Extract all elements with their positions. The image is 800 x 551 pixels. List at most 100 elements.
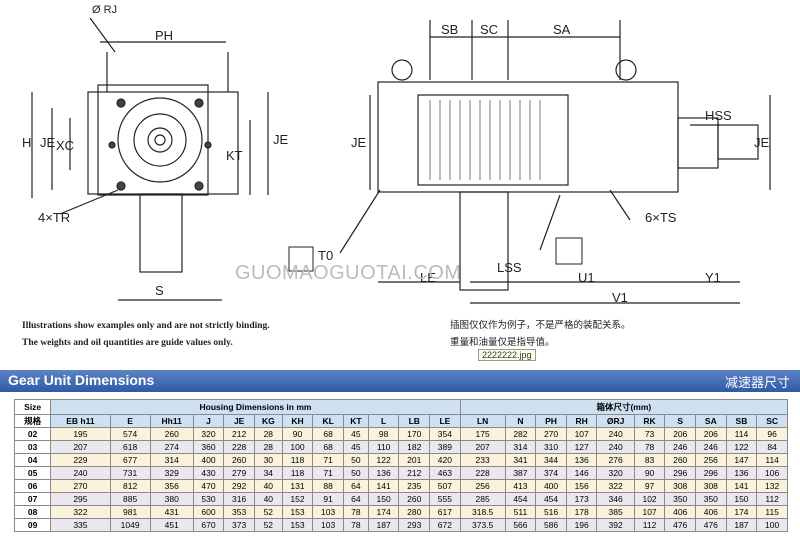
table-cell: 40 — [253, 492, 283, 506]
table-cell: 187 — [367, 518, 400, 532]
table-cell: 431 — [149, 505, 194, 519]
banner-title-cn: 减速器尺寸 — [724, 375, 790, 390]
size-cell: 08 — [13, 505, 52, 519]
table-cell: 112 — [756, 492, 788, 506]
watermark: GUOMAOGUOTAI.COM — [235, 262, 462, 284]
table-cell: 175 — [459, 427, 506, 441]
left-view-face — [97, 84, 209, 196]
table-cell: 212 — [398, 466, 431, 480]
table-cell: 71 — [312, 466, 344, 480]
table-cell: 400 — [535, 479, 567, 493]
table-cell: 207 — [459, 440, 506, 454]
table-cell: 430 — [192, 466, 225, 480]
table-cell: 114 — [756, 453, 788, 467]
size-header: Size — [13, 399, 52, 415]
column-header: KT — [342, 414, 369, 428]
table-cell: 187 — [725, 518, 758, 532]
housing-dimensions-header-cn: 箱体尺寸(mm) — [459, 399, 789, 415]
label-s: S — [155, 283, 164, 298]
column-header: KG — [253, 414, 283, 428]
column-header: J — [192, 414, 225, 428]
table-cell: 206 — [695, 427, 727, 441]
table-cell: 260 — [223, 453, 255, 467]
table-cell: 50 — [342, 453, 369, 467]
table-cell: 318.5 — [459, 505, 506, 519]
table-cell: 52 — [253, 505, 283, 519]
size-cell: 03 — [13, 440, 52, 454]
table-cell: 34 — [253, 466, 283, 480]
table-cell: 100 — [756, 518, 788, 532]
table-cell: 78 — [633, 440, 666, 454]
table-cell: 310 — [535, 440, 567, 454]
table-cell: 206 — [664, 427, 696, 441]
size-cell: 09 — [13, 518, 52, 532]
column-header: KL — [312, 414, 344, 428]
column-header: JE — [223, 414, 255, 428]
note-cn-line2: 重量和油量仅是指导值。 — [450, 338, 555, 348]
table-cell: 617 — [429, 505, 461, 519]
column-header: SA — [695, 414, 727, 428]
label-u1: U1 — [578, 270, 595, 285]
table-cell: 354 — [429, 427, 461, 441]
table-cell: 260 — [664, 453, 696, 467]
table-cell: 516 — [535, 505, 567, 519]
column-header: ØRJ — [596, 414, 635, 428]
table-cell: 400 — [192, 453, 225, 467]
table-cell: 731 — [109, 466, 151, 480]
table-cell: 320 — [596, 466, 635, 480]
table-cell: 246 — [695, 440, 727, 454]
table-cell: 420 — [429, 453, 461, 467]
table-cell: 246 — [664, 440, 696, 454]
left-view-flange — [117, 97, 203, 183]
table-cell: 280 — [398, 505, 431, 519]
notes-english: Illustrations show examples only and are… — [22, 318, 270, 352]
table-cell: 270 — [535, 427, 567, 441]
table-cell: 235 — [398, 479, 431, 493]
table-cell: 182 — [398, 440, 431, 454]
table-cell: 451 — [149, 518, 194, 532]
table-cell: 196 — [565, 518, 598, 532]
table-cell: 385 — [596, 505, 635, 519]
table-cell: 28 — [253, 427, 283, 441]
table-cell: 470 — [192, 479, 225, 493]
table-cell: 152 — [281, 492, 314, 506]
table-cell: 178 — [565, 505, 598, 519]
column-header: KH — [281, 414, 314, 428]
column-header: E — [109, 414, 151, 428]
table-cell: 153 — [281, 518, 314, 532]
column-header: EB h11 — [50, 414, 111, 428]
right-view-output-shaft — [459, 191, 509, 291]
table-cell: 322 — [596, 479, 635, 493]
right-view-fins — [417, 94, 569, 186]
size-header-cn: 规格 — [13, 414, 52, 428]
size-cell: 04 — [13, 453, 52, 467]
table-cell: 812 — [109, 479, 151, 493]
table-cell: 341 — [504, 453, 537, 467]
label-sb: SB — [441, 22, 459, 37]
table-cell: 279 — [223, 466, 255, 480]
table-cell: 30 — [253, 453, 283, 467]
column-header: RK — [633, 414, 666, 428]
label-h: H — [22, 135, 32, 150]
table-cell: 150 — [367, 492, 400, 506]
table-cell: 132 — [756, 479, 788, 493]
table-cell: 114 — [725, 427, 758, 441]
table-cell: 40 — [253, 479, 283, 493]
table-cell: 507 — [429, 479, 461, 493]
table-cell: 285 — [459, 492, 506, 506]
table-cell: 174 — [725, 505, 758, 519]
label-tr: 4×TR — [38, 210, 71, 225]
table-cell: 350 — [695, 492, 727, 506]
table-cell: 107 — [633, 505, 666, 519]
table-cell: 201 — [398, 453, 431, 467]
table-cell: 387 — [504, 466, 537, 480]
column-header: SB — [725, 414, 758, 428]
table-cell: 1049 — [109, 518, 151, 532]
table-cell: 406 — [664, 505, 696, 519]
